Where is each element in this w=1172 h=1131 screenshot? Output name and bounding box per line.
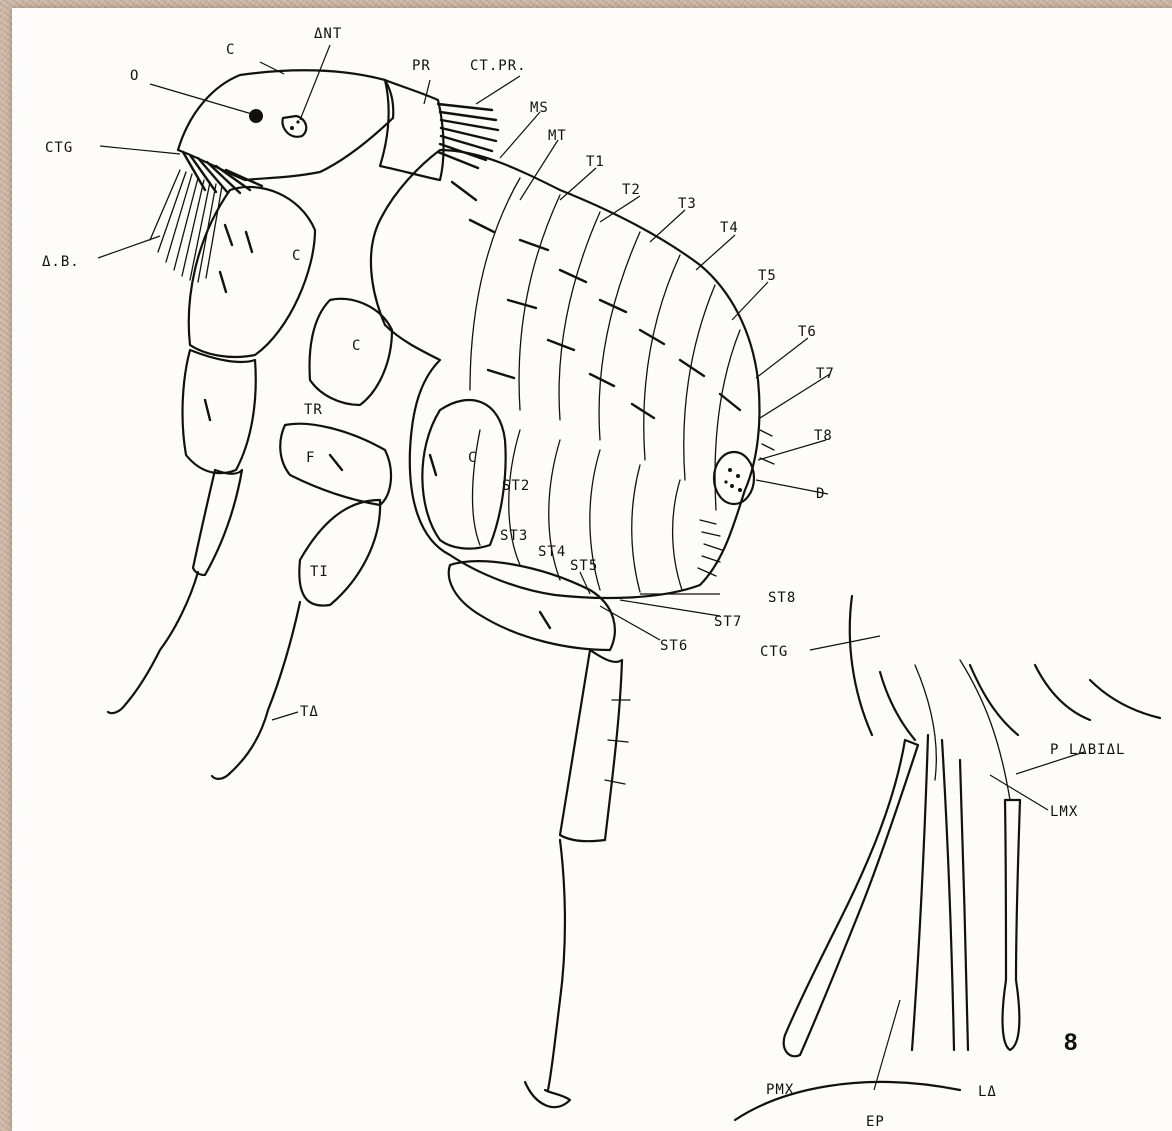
label-t8: T8 [814, 428, 833, 444]
label-o: O [130, 68, 139, 84]
inset-genal-comb [850, 596, 1160, 740]
label-ms: MS [530, 100, 549, 116]
label-st5: ST5 [570, 558, 598, 574]
label-ab: Δ.B. [42, 254, 80, 270]
label-st2: ST2 [502, 478, 530, 494]
plate-number: 8 [1064, 1029, 1077, 1056]
hindleg-tarsus [548, 840, 565, 1090]
pronotum [380, 80, 444, 180]
label-t2: T2 [622, 182, 641, 198]
label-st8: ST8 [768, 590, 796, 606]
label-plabial: P LΔBIΔL [1050, 742, 1125, 758]
label-ctg-inset: CTG [760, 644, 788, 660]
label-c-hind: C [468, 450, 477, 466]
label-t6: T6 [798, 324, 817, 340]
label-ti: TI [310, 564, 329, 580]
hindleg-femur [449, 561, 615, 650]
labels: C ΔNT O CTG Δ.B. PR CT.PR. MS MT T1 T2 T… [42, 26, 1125, 1130]
label-ta: TΔ [300, 704, 319, 720]
label-st4: ST4 [538, 544, 566, 560]
antenna [282, 116, 306, 137]
midleg-femur [280, 424, 391, 505]
sensilium [714, 452, 754, 504]
label-st6: ST6 [660, 638, 688, 654]
epipharynx [912, 735, 928, 1050]
label-mt: MT [548, 128, 567, 144]
hindleg-claw [525, 1082, 570, 1107]
label-lmx: LMX [1050, 804, 1078, 820]
label-c-head: C [226, 42, 235, 58]
label-ctpr: CT.PR. [470, 58, 527, 74]
label-la: LΔ [978, 1084, 997, 1100]
eye [249, 109, 263, 123]
label-c-fore: C [292, 248, 301, 264]
label-t5: T5 [758, 268, 777, 284]
label-d: D [816, 486, 825, 502]
label-f: F [306, 450, 315, 466]
label-pmx: PMX [766, 1082, 794, 1098]
hindleg-tibia [560, 650, 622, 841]
label-ctg: CTG [45, 140, 73, 156]
midleg-tibia [299, 500, 380, 606]
label-ant: ΔNT [314, 26, 342, 42]
label-t7: T7 [816, 366, 835, 382]
leg-bristles [205, 225, 630, 784]
abdomen-bristles [452, 182, 740, 418]
label-st3: ST3 [500, 528, 528, 544]
foreleg-tarsus [108, 572, 198, 713]
label-tr: TR [304, 402, 323, 418]
flea-body [108, 70, 774, 1107]
label-t4: T4 [720, 220, 739, 236]
label-ep: EP [866, 1114, 885, 1130]
foreleg-femur [183, 350, 256, 473]
label-st7: ST7 [714, 614, 742, 630]
mouthparts-inset [735, 596, 1160, 1120]
tergite-lines [470, 178, 740, 510]
label-t1: T1 [586, 154, 605, 170]
foreleg-tibia [193, 470, 242, 575]
midleg-tarsus [212, 602, 300, 779]
midleg-coxa [310, 299, 392, 405]
label-t3: T3 [678, 196, 697, 212]
label-pr: PR [412, 58, 431, 74]
foreleg-coxa [189, 187, 315, 357]
label-c-mid: C [352, 338, 361, 354]
laciniae [942, 740, 968, 1050]
labial-palp [1003, 800, 1020, 1050]
